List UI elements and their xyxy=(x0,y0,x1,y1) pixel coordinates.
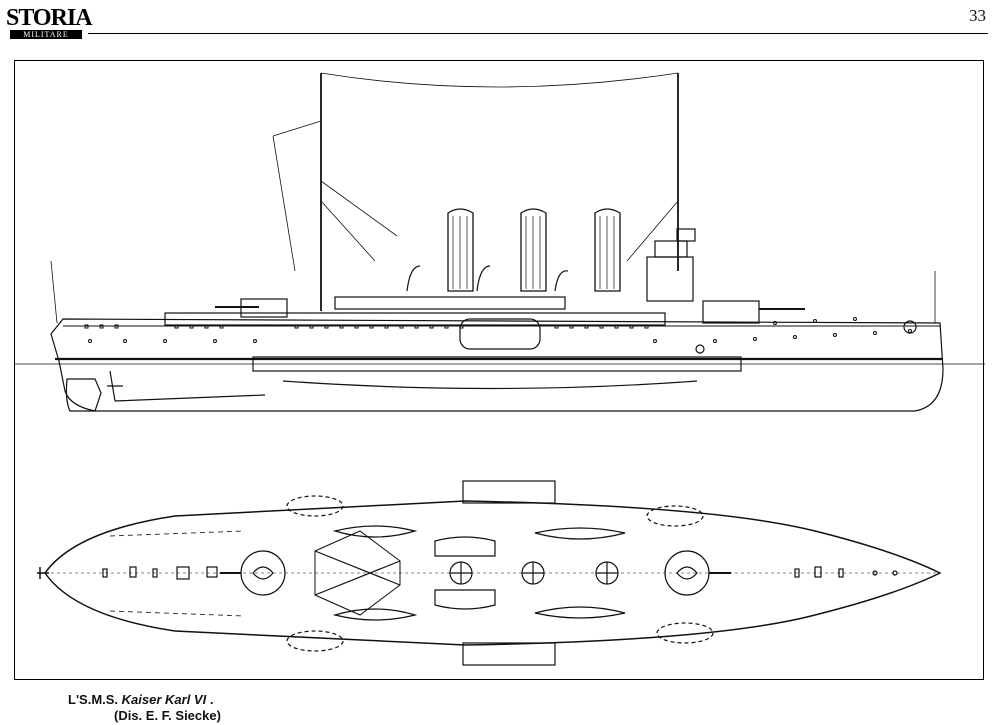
logo-subtitle: MILITARE xyxy=(23,30,69,39)
magazine-logo: STORIA MILITARE xyxy=(6,6,93,39)
logo-title: STORIA xyxy=(6,5,93,31)
plan-view xyxy=(37,480,942,666)
upper-deck-house xyxy=(164,312,666,326)
header-rule xyxy=(88,33,988,34)
wireless-aerial xyxy=(320,72,679,88)
amidships-casemate xyxy=(459,318,541,350)
forward-gun-house xyxy=(702,300,760,324)
ship-plans xyxy=(15,72,985,666)
hull-side xyxy=(50,318,944,412)
bilge-keel xyxy=(282,380,698,390)
sponson-upper xyxy=(462,480,556,504)
caption-ship-name: Kaiser Karl VI xyxy=(121,692,207,707)
ship-drawing-frame xyxy=(14,60,985,680)
funnels xyxy=(447,208,621,292)
caption-suffix: . xyxy=(209,692,214,707)
logo-band xyxy=(10,30,82,39)
boats xyxy=(334,296,566,310)
caption-prefix: L'S.M.S. xyxy=(68,692,119,707)
armor-belt xyxy=(252,356,742,372)
rudder xyxy=(65,378,102,412)
figure-caption: L'S.M.S. Kaiser Karl VI . (Dis. E. F. Si… xyxy=(68,692,221,724)
side-profile-view xyxy=(15,72,985,412)
bridge xyxy=(646,256,694,302)
propeller-shaft xyxy=(107,370,266,402)
page-number: 33 xyxy=(969,6,986,25)
caption-credit: (Dis. E. F. Siecke) xyxy=(114,708,221,723)
sponson-lower xyxy=(462,642,556,666)
